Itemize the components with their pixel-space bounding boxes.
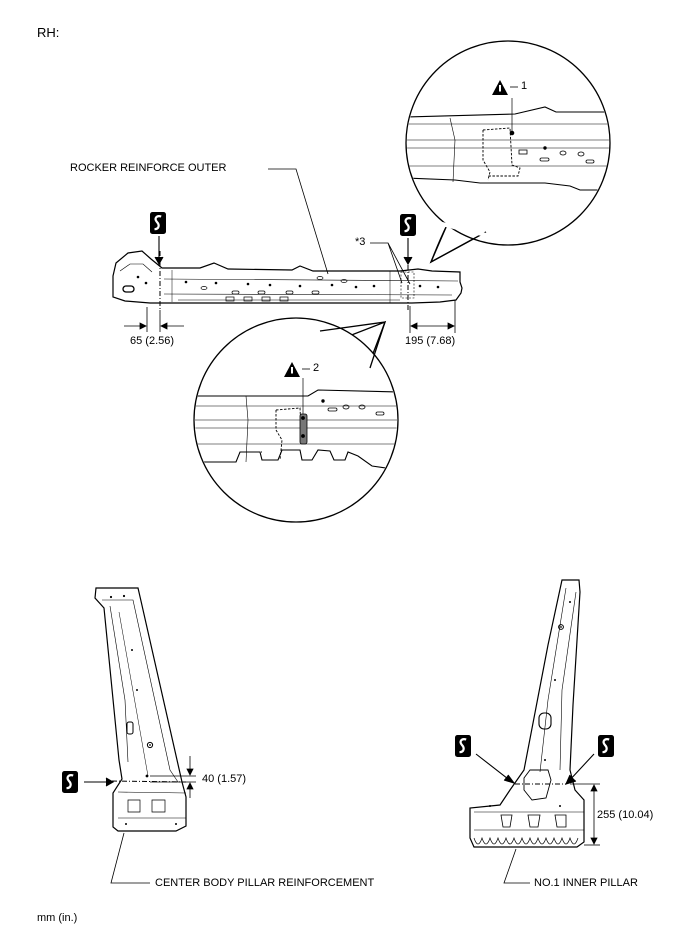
- no1-inner-pillar: [469, 579, 585, 848]
- callout-1-label: 1: [521, 80, 528, 92]
- callout-2-label: 2: [313, 362, 320, 374]
- rocker-dimension-left-label: 65 (2.56): [130, 335, 175, 347]
- inner-pillar-dimension-label: 255 (10.04): [597, 809, 654, 821]
- center-body-pillar-label: CENTER BODY PILLAR REINFORCEMENT: [155, 877, 375, 889]
- zoom-detail-upper: [405, 40, 611, 264]
- sectioning-mark-icon: [453, 733, 473, 759]
- inner-pillar-leader: [503, 848, 530, 884]
- zoom-detail-lower: [193, 317, 399, 523]
- cut-arrow-inner-left: [475, 753, 516, 785]
- rocker-dimension-right-label: 195 (7.68): [405, 335, 456, 347]
- side-label: RH:: [37, 25, 60, 40]
- sectioning-mark-icon: [148, 210, 168, 236]
- units-label: mm (in.): [37, 912, 78, 924]
- center-pillar-leader: [110, 832, 150, 884]
- cut-arrow-center: [84, 777, 115, 787]
- rocker-reinforce-outer: [112, 250, 463, 310]
- cut-arrow-right: [403, 238, 413, 266]
- sectioning-mark-icon: [60, 769, 80, 795]
- cut-arrow-inner-right: [565, 753, 595, 785]
- center-body-pillar-reinforcement: [94, 587, 187, 832]
- rocker-reinforce-outer-label: ROCKER REINFORCE OUTER: [70, 162, 227, 174]
- sectioning-mark-icon: [596, 733, 616, 759]
- rocker-leader: [268, 168, 329, 275]
- center-pillar-dimension-label: 40 (1.57): [202, 773, 247, 785]
- inner-pillar-dimension: [570, 783, 600, 846]
- center-pillar-dimension: [150, 756, 196, 798]
- rocker-dimension-right: [409, 300, 456, 333]
- rocker-dimension-left: [124, 307, 184, 332]
- star3-leader: [370, 242, 411, 285]
- no1-inner-pillar-label: NO.1 INNER PILLAR: [534, 877, 638, 889]
- star3-label: *3: [355, 236, 366, 248]
- cut-arrow-left: [154, 236, 164, 266]
- sectioning-mark-icon: [398, 212, 418, 238]
